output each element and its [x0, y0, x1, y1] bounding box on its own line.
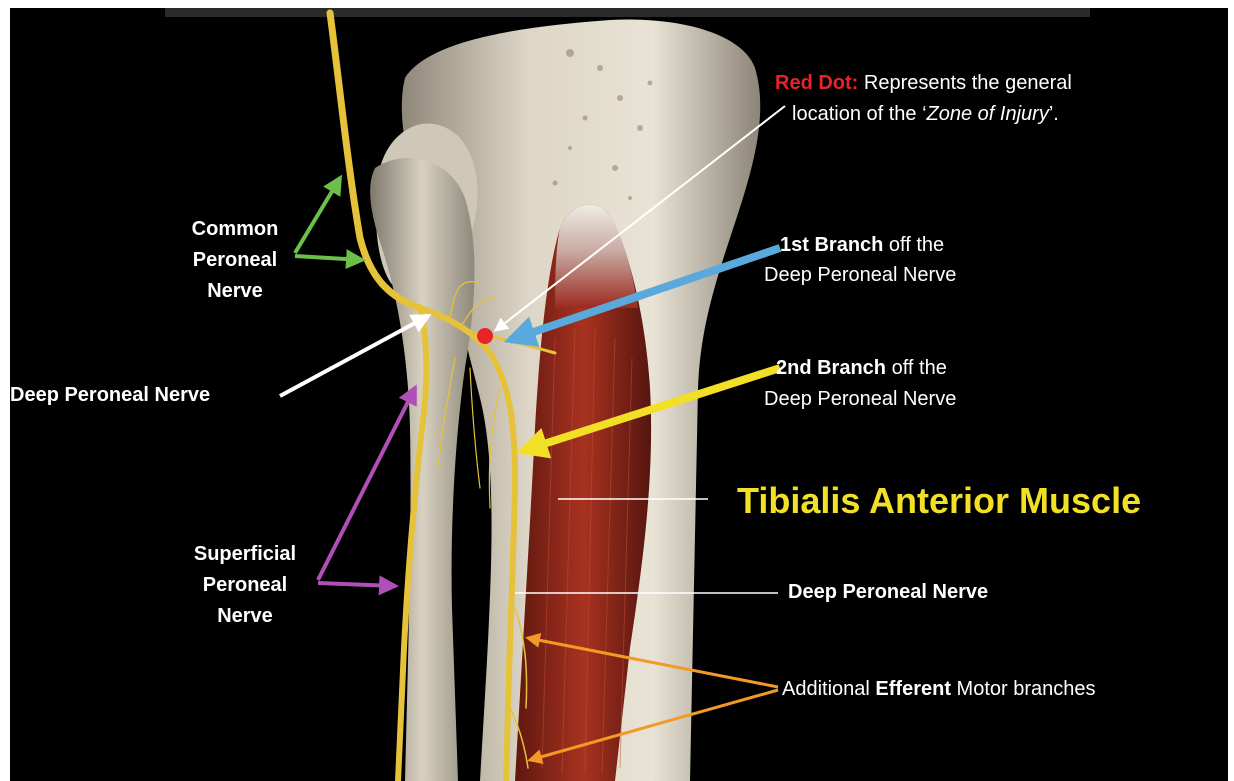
second-branch-bold: 2nd Branch	[776, 357, 886, 379]
second-branch-label-line2: Deep Peroneal Nerve	[764, 384, 956, 415]
superficial-line1: Superficial	[175, 539, 315, 570]
efferent-branches-label: Additional Efferent Motor branches	[782, 674, 1096, 705]
first-branch-label-line2: Deep Peroneal Nerve	[764, 260, 956, 291]
red-dot-title: Red Dot:	[775, 72, 858, 94]
tibialis-anterior-label: Tibialis Anterior Muscle	[737, 481, 1141, 521]
deep-peroneal-label-right: Deep Peroneal Nerve	[788, 577, 988, 608]
second-branch-label: 2nd Branch off the	[776, 353, 947, 384]
efferent-pre: Additional	[782, 678, 875, 700]
red-dot-label-line2: location of the ‘Zone of Injury’.	[792, 99, 1059, 130]
common-peroneal-label: Common Peroneal Nerve	[170, 214, 300, 307]
first-branch-label: 1st Branch off the	[780, 230, 944, 261]
efferent-bold: Efferent	[875, 678, 951, 700]
superficial-peroneal-label: Superficial Peroneal Nerve	[175, 539, 315, 632]
superficial-line2: Peroneal	[175, 570, 315, 601]
red-dot-desc-2-post: ’.	[1049, 103, 1059, 125]
common-peroneal-line2: Peroneal	[170, 245, 300, 276]
first-branch-rest: off the	[883, 234, 944, 256]
arrow-superficial-upper	[318, 388, 415, 580]
red-dot-desc-1: Represents the general	[858, 72, 1071, 94]
deep-peroneal-label-left: Deep Peroneal Nerve	[10, 380, 210, 411]
zone-of-injury-text: Zone of Injury	[927, 103, 1049, 125]
red-dot-desc-2-pre: location of the ‘	[792, 103, 927, 125]
fibula-bone	[370, 158, 474, 781]
superficial-line3: Nerve	[175, 601, 315, 632]
second-branch-rest: off the	[886, 357, 947, 379]
zone-of-injury-dot	[477, 328, 493, 344]
illustration-frame: Red Dot: Represents the general location…	[10, 8, 1228, 781]
arrow-common-peroneal-lower	[295, 256, 362, 260]
efferent-post: Motor branches	[951, 678, 1096, 700]
arrow-common-peroneal-upper	[295, 178, 340, 253]
common-peroneal-line3: Nerve	[170, 276, 300, 307]
arrow-superficial-lower	[318, 583, 395, 586]
red-dot-label: Red Dot: Represents the general	[775, 68, 1072, 99]
first-branch-bold: 1st Branch	[780, 234, 883, 256]
common-peroneal-line1: Common	[170, 214, 300, 245]
